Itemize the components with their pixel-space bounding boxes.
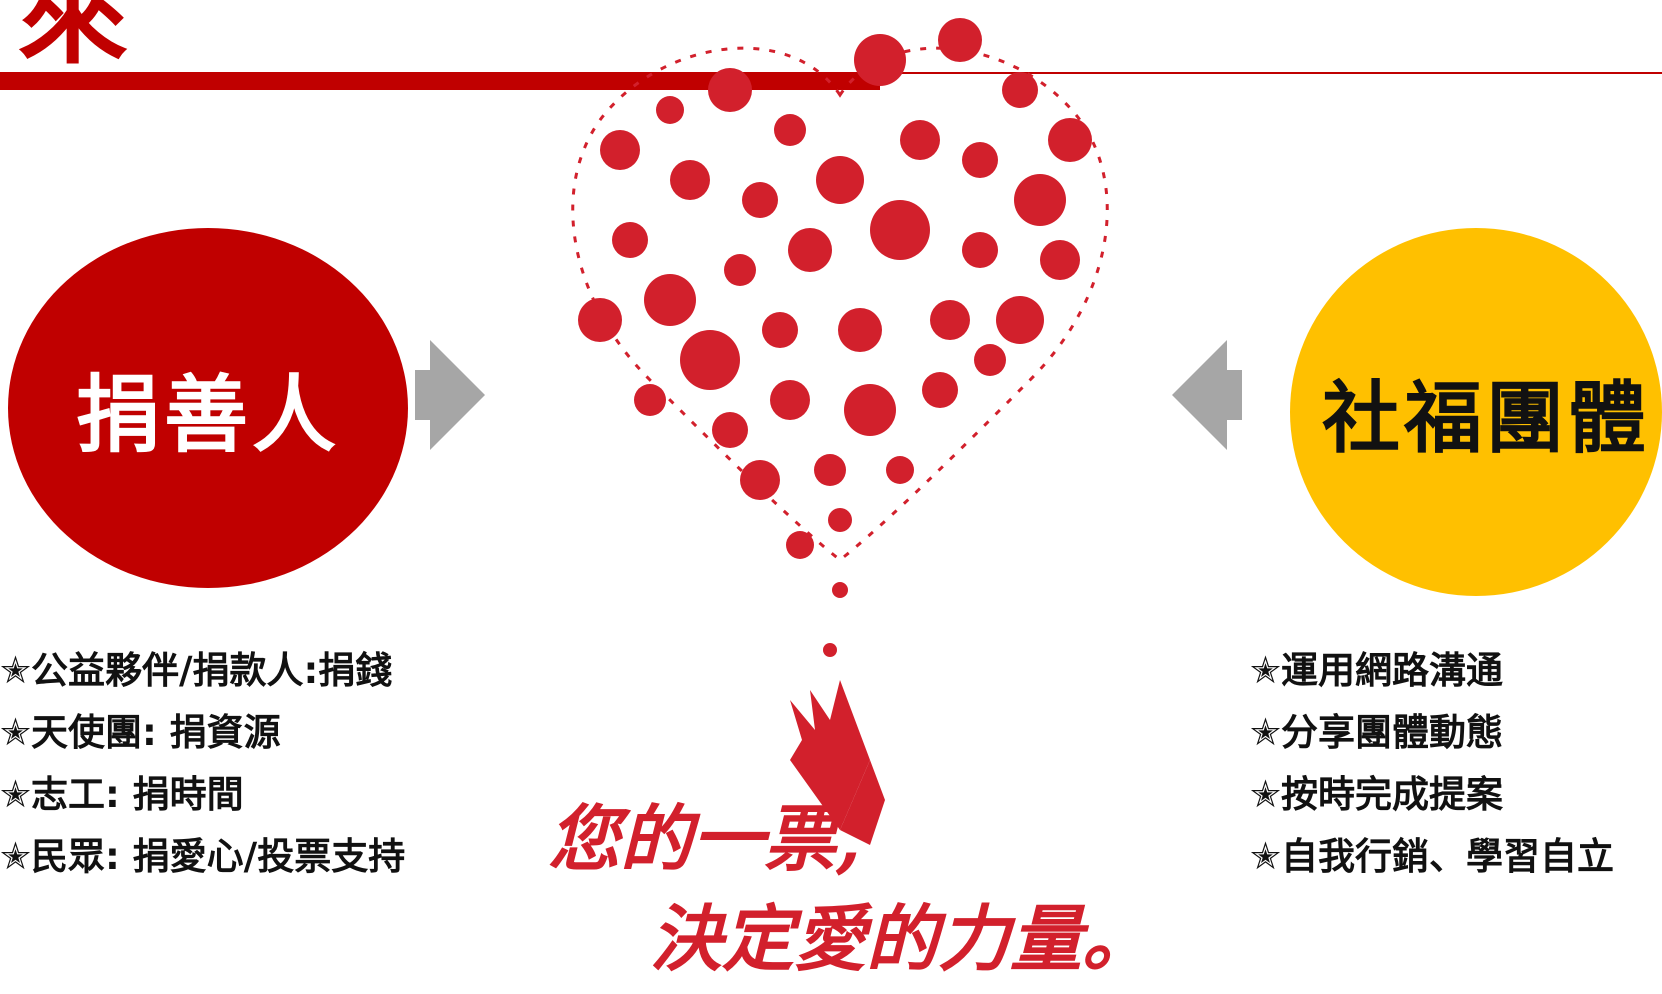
page-title-glyph: 來 — [18, 0, 128, 79]
charity-list-item: ✭運用網路溝通 — [1250, 649, 1504, 692]
charity-list: ✭運用網路溝通 ✭分享團體動態 ✭按時完成提案 ✭自我行銷、學習自立 — [1250, 640, 1662, 888]
header-red-band — [0, 72, 880, 90]
heart-illustration — [540, 0, 1160, 990]
donor-circle-label: 捐善人 — [75, 365, 340, 464]
donor-list-item: ✭民眾: 捐愛心/投票支持 — [0, 835, 406, 878]
arrow-right-icon — [415, 340, 485, 450]
charity-list-item: ✭分享團體動態 — [1250, 711, 1504, 754]
slogan-line-1: 您的一票, — [548, 796, 862, 881]
heart-of-icons-image — [571, 18, 1109, 845]
donor-circle: 捐善人 — [8, 228, 408, 588]
header-red-line — [880, 72, 1662, 74]
donor-list-item: ✭志工: 捐時間 — [0, 773, 244, 816]
donor-list-item: ✭天使團: 捐資源 — [0, 711, 281, 754]
donor-list-item: ✭公益夥伴/捐款人:捐錢 — [0, 649, 393, 692]
charity-circle: 社福團體 — [1290, 228, 1662, 596]
arrow-left-icon — [1172, 340, 1242, 450]
donor-list: ✭公益夥伴/捐款人:捐錢 ✭天使團: 捐資源 ✭志工: 捐時間 ✭民眾: 捐愛心… — [0, 640, 460, 888]
charity-list-item: ✭自我行銷、學習自立 — [1250, 835, 1615, 878]
charity-list-item: ✭按時完成提案 — [1250, 773, 1504, 816]
charity-circle-label: 社福團體 — [1321, 374, 1650, 464]
slogan-line-2: 決定愛的力量。 — [650, 896, 1155, 981]
